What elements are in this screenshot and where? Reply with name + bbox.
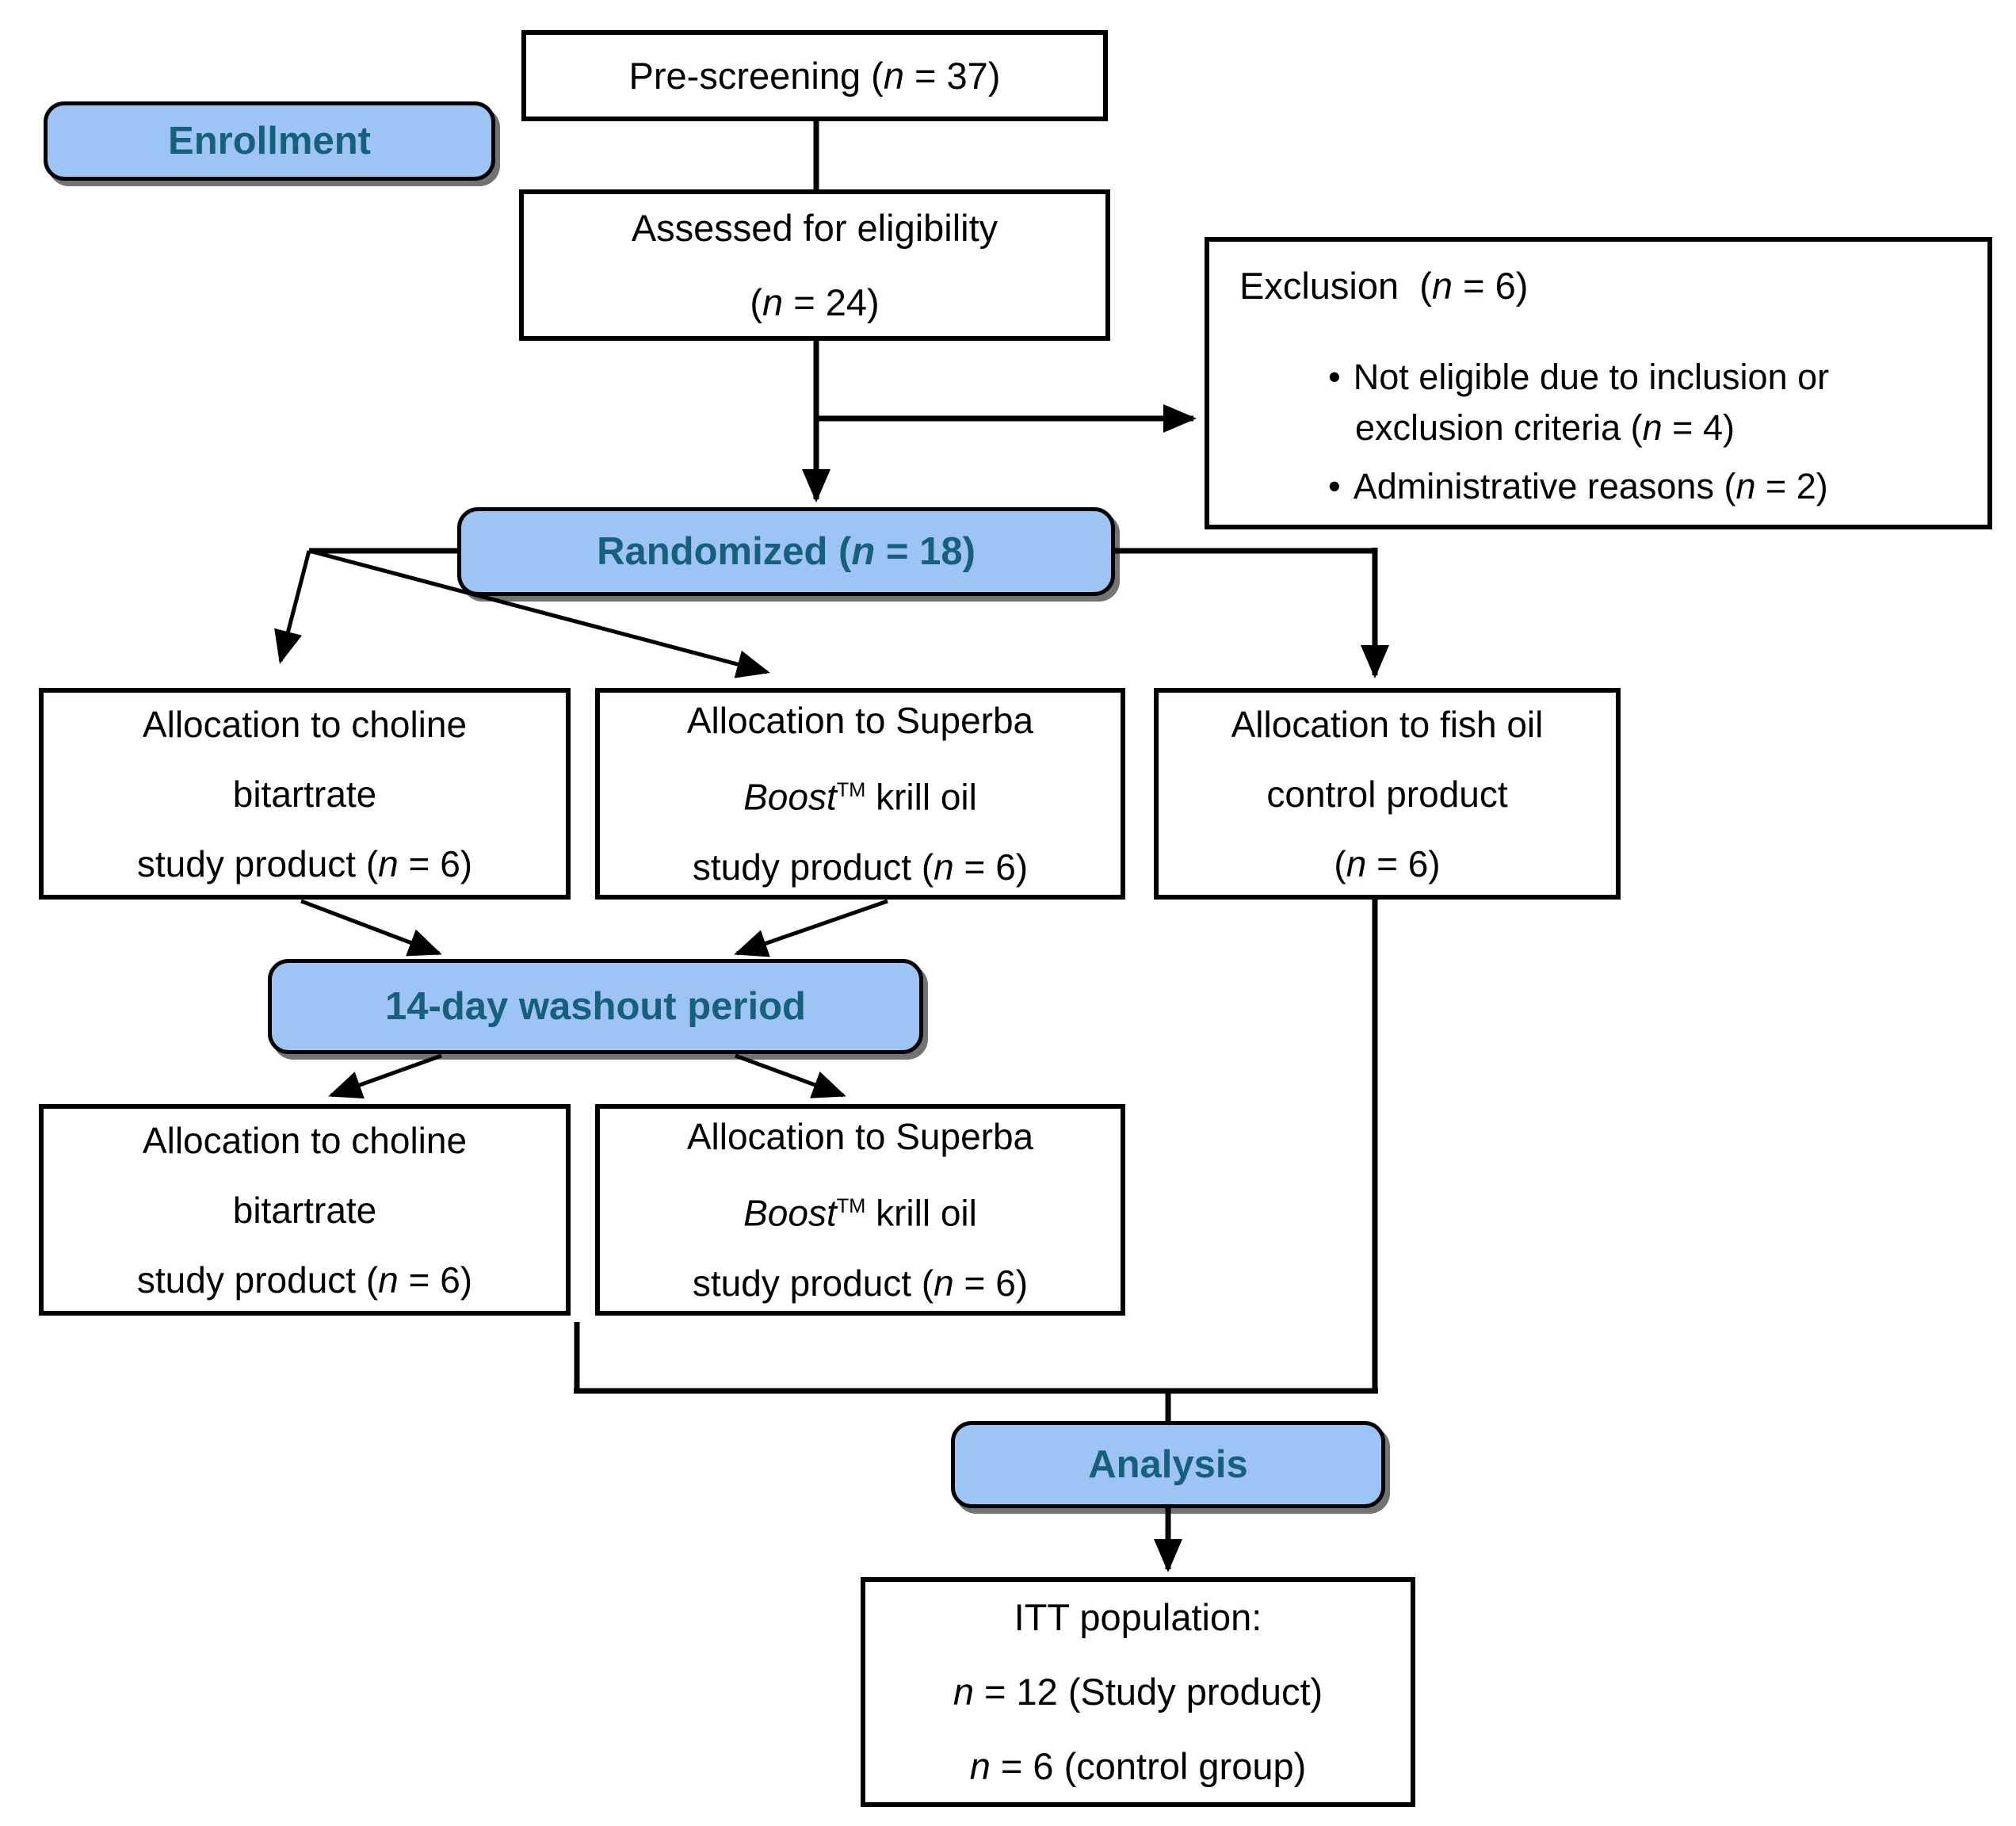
itt-line: ITT population: xyxy=(1014,1596,1262,1638)
arrow-washout-to-choline2 xyxy=(328,1053,442,1099)
allocation-choline-line: Allocation to choline xyxy=(142,1119,468,1161)
flow-box-assessed-eligibility: Assessed for eligibility (n = 24) xyxy=(519,189,1110,341)
stage-label-washout: 14-day washout period xyxy=(268,959,923,1054)
flow-box-pre-screening: Pre-screening (n = 37) xyxy=(521,30,1108,121)
allocation-fish-line: control product xyxy=(1266,773,1508,815)
flow-box-allocation-krill-1: Allocation to Superba BoostTM krill oil … xyxy=(595,688,1125,900)
itt-line: n = 12 (Study product) xyxy=(953,1671,1323,1713)
flow-box-allocation-fish-oil: Allocation to fish oil control product (… xyxy=(1154,688,1621,900)
stage-label-analysis: Analysis xyxy=(951,1421,1385,1508)
trademark-superscript: TM xyxy=(836,779,866,802)
trademark-superscript: TM xyxy=(836,1195,866,1218)
allocation-krill-line: study product (n = 6) xyxy=(692,846,1029,888)
stage-label-randomized-text: Randomized (n = 18) xyxy=(597,530,976,573)
pre-screening-text: Pre-screening (n = 37) xyxy=(628,55,1001,97)
assessed-line: Assessed for eligibility xyxy=(631,206,998,249)
allocation-krill-line: study product (n = 6) xyxy=(692,1262,1029,1304)
exclusion-title: Exclusion (n = 6) xyxy=(1239,265,1529,307)
stage-label-enrollment: Enrollment xyxy=(44,101,495,181)
flow-box-allocation-choline-2: Allocation to choline bitartrate study p… xyxy=(39,1104,571,1316)
arrow-krill1-to-washout xyxy=(734,899,888,957)
flow-box-allocation-krill-2: Allocation to Superba BoostTM krill oil … xyxy=(595,1104,1125,1316)
flow-box-itt-population: ITT population: n = 12 (Study product) n… xyxy=(861,1577,1415,1807)
allocation-choline-line: study product (n = 6) xyxy=(136,842,473,884)
krill-brand-rest: krill oil xyxy=(865,1192,977,1234)
bullet-dot-icon: • xyxy=(1328,466,1341,506)
allocation-choline-line: bitartrate xyxy=(232,1189,377,1231)
allocation-choline-line: study product (n = 6) xyxy=(136,1259,473,1301)
allocation-krill-brand-line: BoostTM krill oil xyxy=(743,755,977,831)
krill-brand-name: Boost xyxy=(743,1192,837,1234)
exclusion-bullet: • Administrative reasons (n = 2) xyxy=(1239,461,1967,512)
assessed-line: (n = 24) xyxy=(750,281,880,323)
allocation-choline-line: Allocation to choline xyxy=(142,703,468,745)
bullet-dot-icon: • xyxy=(1328,357,1341,397)
arrow-randomized-to-choline xyxy=(274,550,311,664)
stage-label-analysis-text: Analysis xyxy=(1088,1443,1248,1486)
flow-box-allocation-choline-1: Allocation to choline bitartrate study p… xyxy=(39,688,571,900)
itt-line: n = 6 (control group) xyxy=(969,1745,1307,1787)
allocation-krill-line: Allocation to Superba xyxy=(686,1116,1034,1158)
exclusion-bullet-text: Administrative reasons (n = 2) xyxy=(1353,466,1828,506)
allocation-fish-line: (n = 6) xyxy=(1334,842,1441,884)
exclusion-bullet-list: • Not eligible due to inclusion or exclus… xyxy=(1239,352,1967,520)
exclusion-bullet: • Not eligible due to inclusion or exclus… xyxy=(1239,352,1967,453)
stage-label-enrollment-text: Enrollment xyxy=(168,120,371,162)
krill-brand-rest: krill oil xyxy=(865,776,977,818)
allocation-choline-line: bitartrate xyxy=(232,773,377,815)
stage-label-randomized: Randomized (n = 18) xyxy=(457,507,1115,596)
allocation-krill-brand-line: BoostTM krill oil xyxy=(743,1171,977,1247)
arrow-choline1-to-washout xyxy=(300,899,442,957)
stage-label-washout-text: 14-day washout period xyxy=(385,985,806,1028)
arrow-washout-to-krill2 xyxy=(735,1053,846,1098)
arrow-randomized-to-krill xyxy=(308,548,770,678)
allocation-krill-line: Allocation to Superba xyxy=(686,700,1034,742)
flow-box-exclusion: Exclusion (n = 6) • Not eligible due to i… xyxy=(1205,237,1992,529)
krill-brand-name: Boost xyxy=(743,776,837,818)
allocation-fish-line: Allocation to fish oil xyxy=(1231,703,1544,745)
exclusion-bullet-text: Not eligible due to inclusion or exclusi… xyxy=(1353,357,1830,448)
